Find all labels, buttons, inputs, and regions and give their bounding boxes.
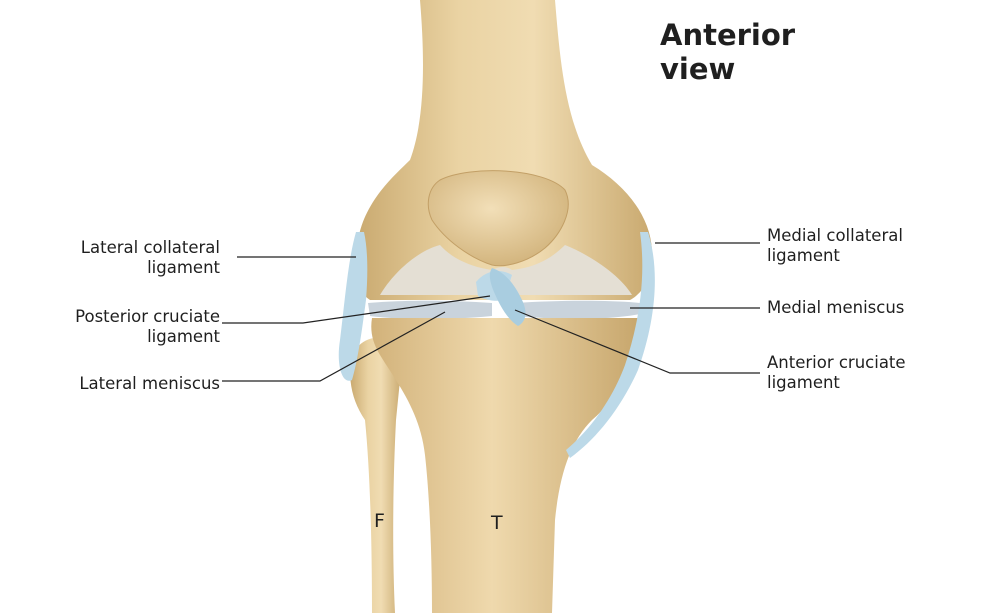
view-title: Anterior view bbox=[660, 18, 795, 86]
label-line: Lateral meniscus bbox=[20, 374, 220, 394]
label-line: Posterior cruciate bbox=[10, 307, 220, 327]
fibula bbox=[350, 337, 402, 613]
label-medial-collateral-ligament: Medial collateral ligament bbox=[767, 226, 903, 266]
label-line: ligament bbox=[10, 327, 220, 347]
medial-meniscus-shape bbox=[515, 301, 640, 319]
label-lateral-collateral-ligament: Lateral collateral ligament bbox=[30, 238, 220, 278]
tibia bbox=[371, 318, 640, 613]
label-lateral-meniscus: Lateral meniscus bbox=[20, 374, 220, 394]
label-line: ligament bbox=[767, 246, 903, 266]
label-line: Anterior cruciate bbox=[767, 353, 906, 373]
label-line: ligament bbox=[30, 258, 220, 278]
lateral-meniscus-shape bbox=[368, 301, 492, 319]
label-line: Medial meniscus bbox=[767, 298, 904, 318]
fibula-label: F bbox=[374, 510, 385, 532]
view-title-line2: view bbox=[660, 52, 795, 86]
label-line: ligament bbox=[767, 373, 906, 393]
label-line: Lateral collateral bbox=[30, 238, 220, 258]
view-title-line1: Anterior bbox=[660, 18, 795, 52]
label-posterior-cruciate-ligament: Posterior cruciate ligament bbox=[10, 307, 220, 347]
tibia-label: T bbox=[491, 512, 503, 534]
label-medial-meniscus: Medial meniscus bbox=[767, 298, 904, 318]
label-line: Medial collateral bbox=[767, 226, 903, 246]
label-anterior-cruciate-ligament: Anterior cruciate ligament bbox=[767, 353, 906, 393]
